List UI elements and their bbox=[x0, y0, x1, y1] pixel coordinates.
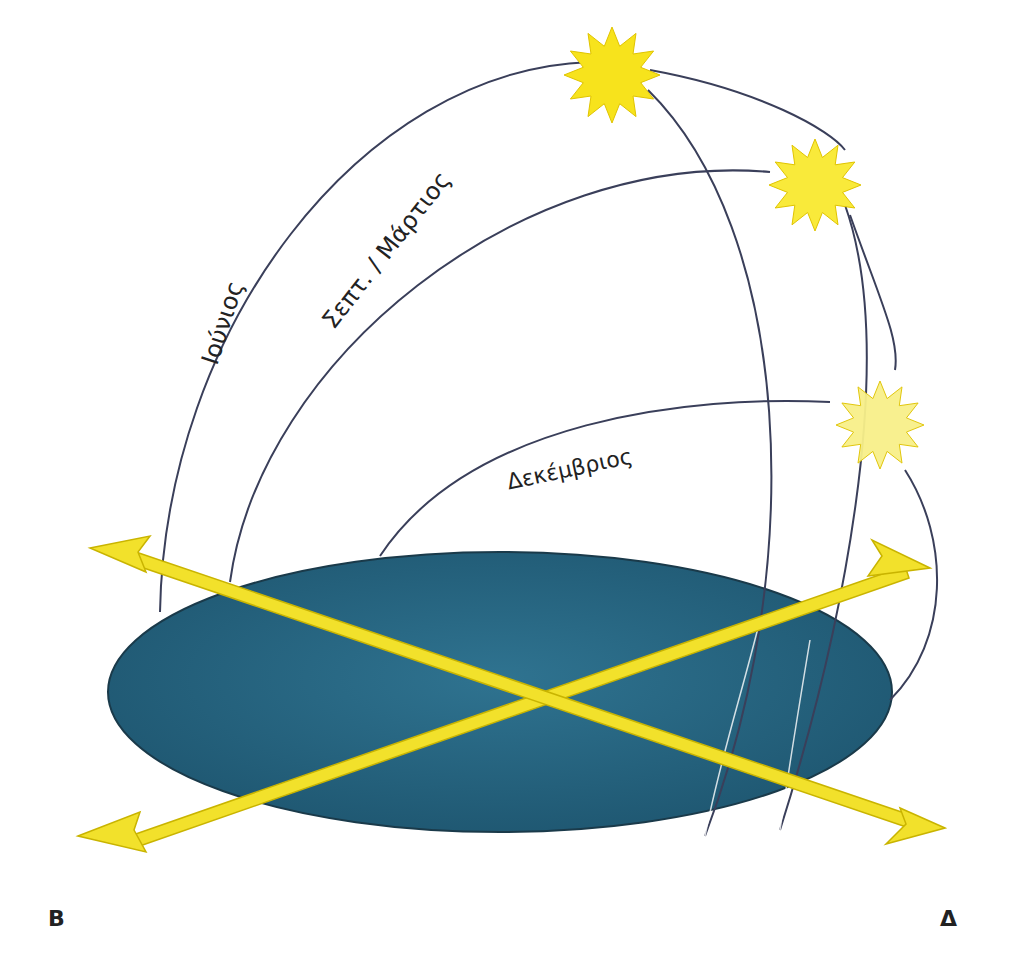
sun-symbol bbox=[564, 27, 660, 123]
compass-label: Δ bbox=[940, 908, 957, 930]
month-label: Δεκέμβριος bbox=[505, 445, 634, 493]
sun-symbol bbox=[836, 381, 924, 469]
month-label: Σεπτ. / Μάρτιος bbox=[318, 167, 455, 332]
compass-label: Β bbox=[48, 908, 65, 930]
month-label: Ιούνιος bbox=[198, 278, 247, 367]
sun-symbol bbox=[769, 139, 861, 231]
